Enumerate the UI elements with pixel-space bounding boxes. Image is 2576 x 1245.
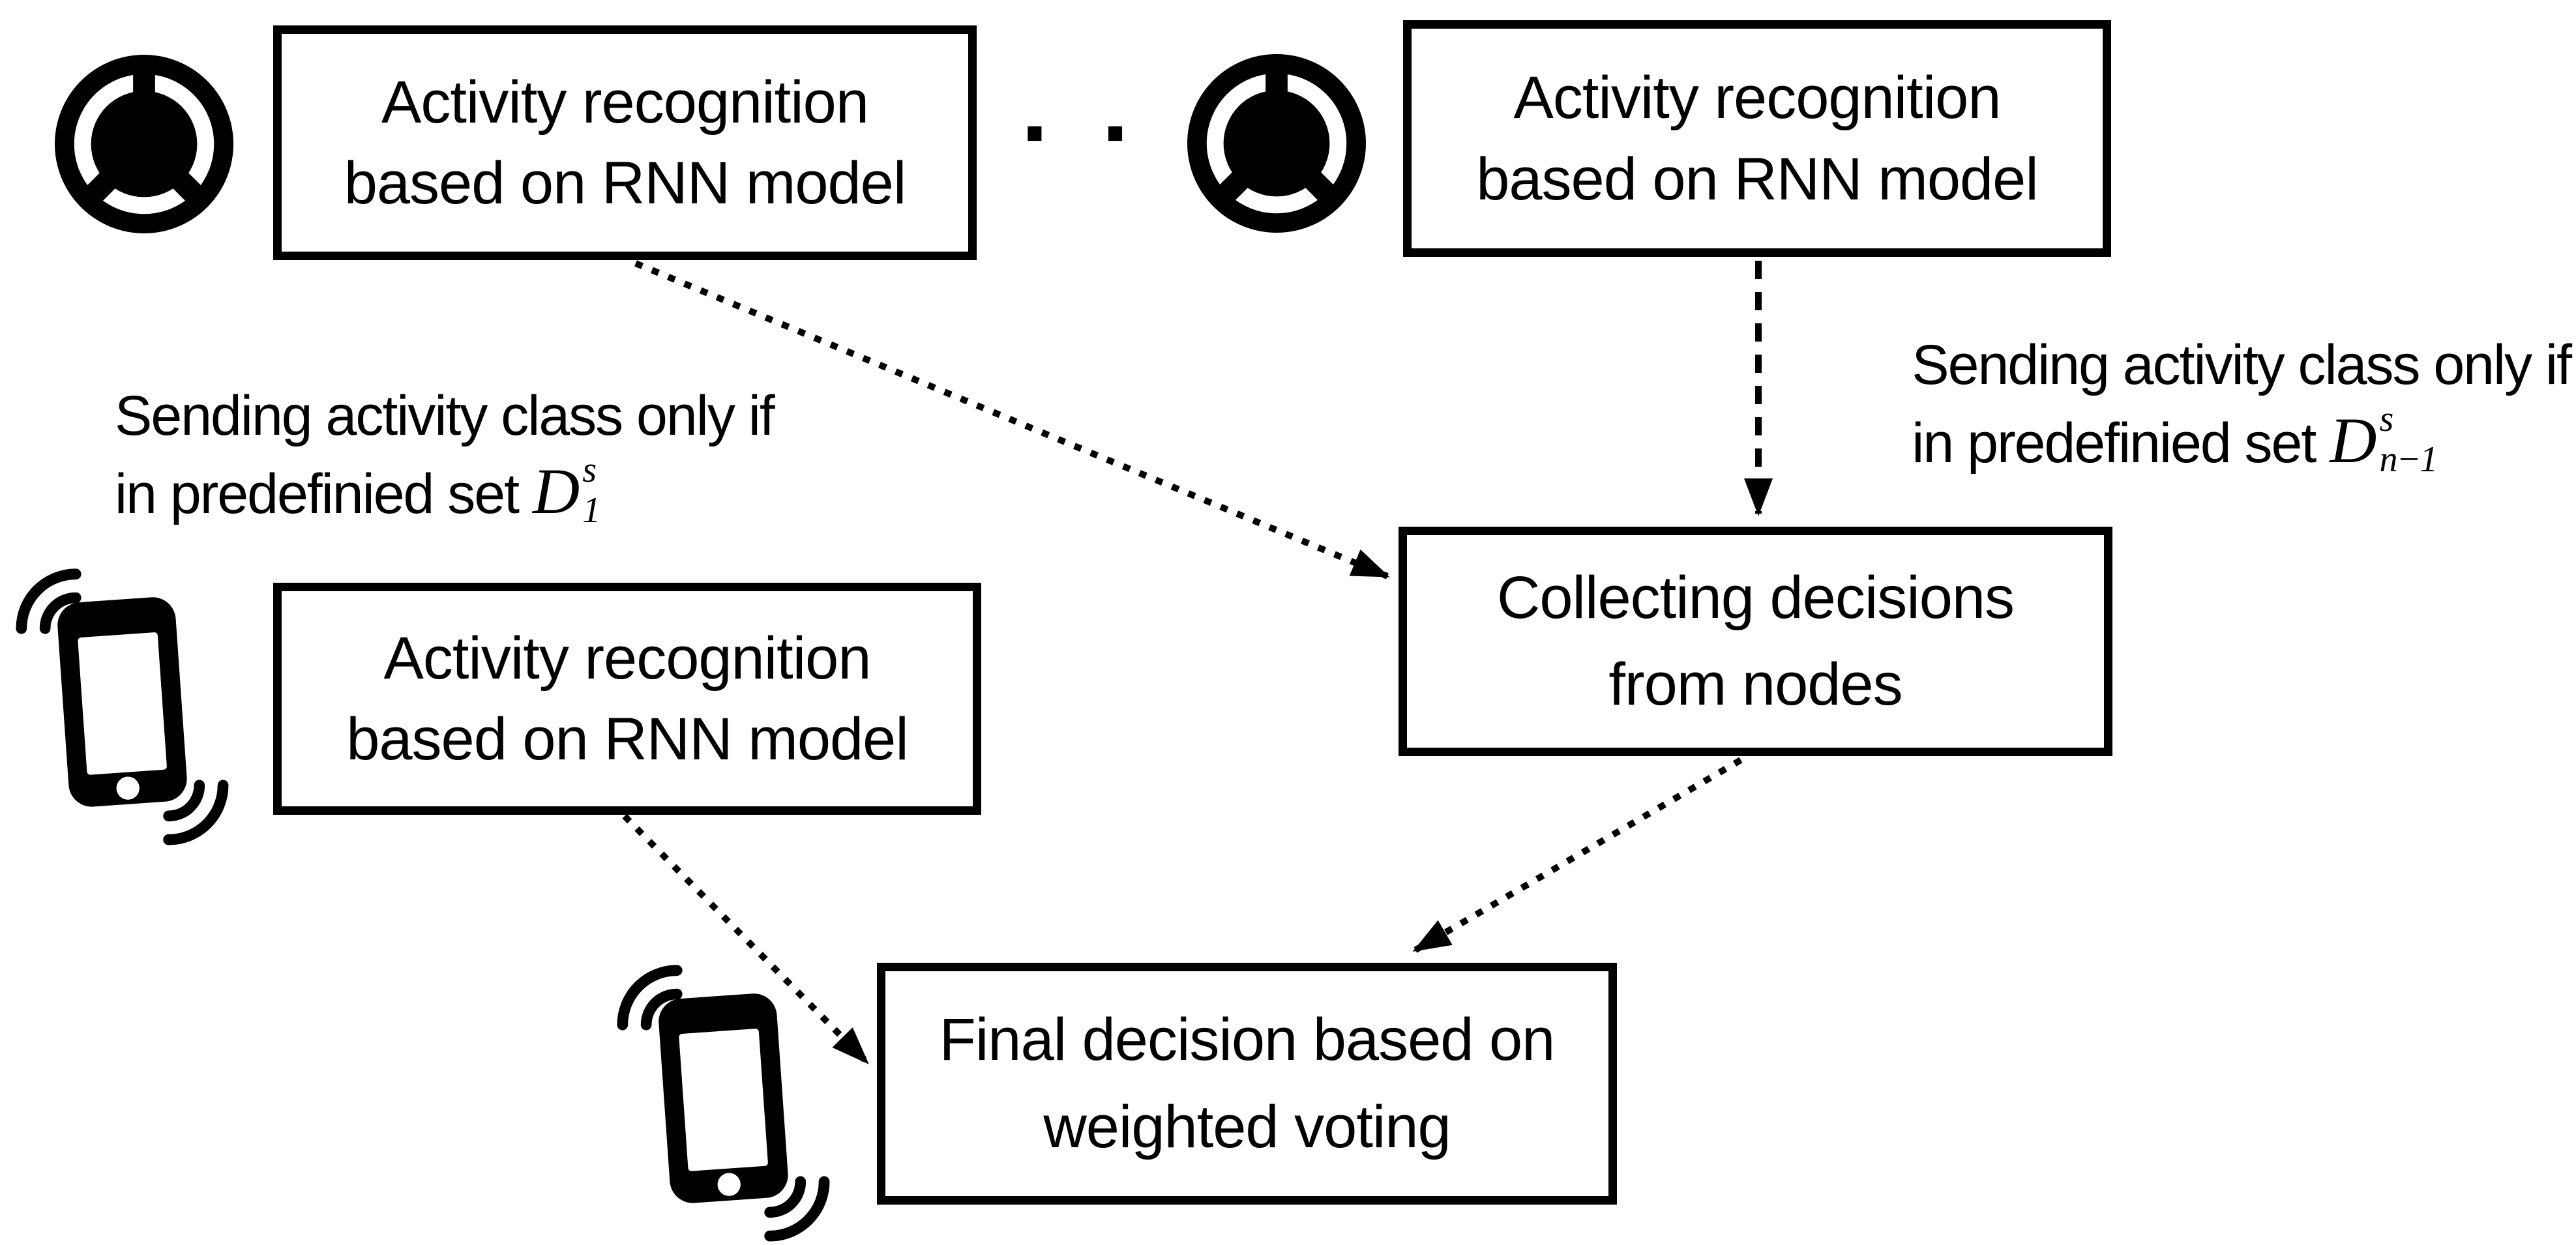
annotation-line1: Sending activity class only if — [1912, 334, 2572, 396]
connector-collect-to-final — [1412, 757, 1743, 954]
wheel-sensor-icon — [53, 53, 235, 235]
node-label-line2: weighted voting — [1043, 1093, 1451, 1160]
node-label-line1: Collecting decisions — [1496, 564, 2015, 631]
annotation-sending-right: Sending activity class only if in predef… — [1912, 326, 2572, 482]
node-label-line1: Final decision based on — [939, 1006, 1556, 1074]
node-label-line1: Activity recognition — [1513, 65, 2002, 132]
node-final-decision: Final decision based on weighted voting — [877, 963, 1617, 1205]
node-activity-recognition-1: Activity recognition based on RNN model — [273, 25, 977, 260]
node-label-line1: Activity recognition — [381, 68, 869, 136]
vibrating-smartphone-icon — [12, 564, 229, 846]
node-collecting-decisions: Collecting decisions from nodes — [1399, 527, 2112, 756]
wheel-sensor-icon — [1186, 53, 1367, 234]
node-label-line2: based on RNN model — [344, 150, 907, 216]
ellipsis-dots: · · · — [1021, 78, 1226, 187]
node-label-line1: Activity recognition — [383, 624, 872, 692]
annotation-sending-left: Sending activity class only if in predef… — [115, 377, 775, 533]
node-activity-recognition-n: Activity recognition based on RNN model — [1403, 20, 2111, 257]
annotation-line2-text: in predefinied set — [115, 463, 520, 525]
node-label-line2: based on RNN model — [346, 706, 909, 772]
node-activity-recognition-phone: Activity recognition based on RNN model — [273, 583, 981, 815]
annotation-line1: Sending activity class only if — [115, 385, 775, 447]
vibrating-smartphone-icon — [613, 961, 831, 1242]
node-label-line2: from nodes — [1608, 651, 1902, 718]
annotation-line2-text: in predefinied set — [1912, 412, 2317, 475]
node-label-line2: based on RNN model — [1476, 145, 2039, 212]
